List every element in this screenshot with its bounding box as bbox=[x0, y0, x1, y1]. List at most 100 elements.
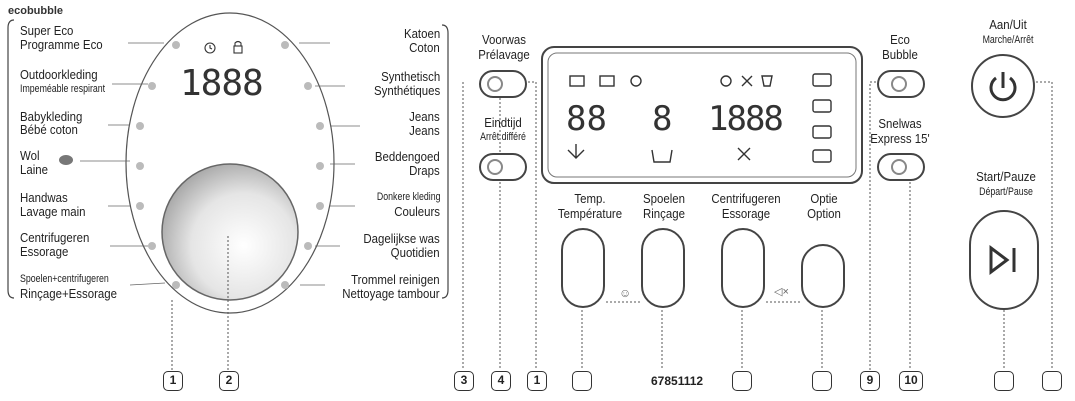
callout-empty bbox=[812, 371, 832, 391]
callout-1: 1 bbox=[163, 371, 183, 391]
button-led-icon bbox=[891, 159, 907, 175]
child-lock-icon bbox=[761, 75, 773, 87]
rinse-symbol-icon bbox=[720, 75, 732, 87]
quick-wash-label-fr: Express 15' bbox=[870, 131, 930, 146]
eco-bubble-button[interactable] bbox=[877, 70, 925, 98]
program-jeans-fr: Jeans bbox=[409, 123, 440, 138]
program-outdoor: Outdoorkleding bbox=[20, 67, 98, 82]
callout-empty bbox=[572, 371, 592, 391]
program-rinse-spin-fr: Rinçage+Essorage bbox=[20, 286, 117, 301]
cotton-icon bbox=[812, 73, 832, 87]
program-daily-fr: Quotidien bbox=[391, 245, 440, 260]
program-daily: Dagelijkse was bbox=[363, 231, 440, 246]
quick-wash-label: Snelwas bbox=[878, 116, 922, 131]
callout-empty bbox=[732, 371, 752, 391]
callout-1b: 1 bbox=[527, 371, 547, 391]
selector-knob bbox=[161, 163, 299, 301]
bubble-icon bbox=[630, 75, 642, 87]
callout-4: 4 bbox=[491, 371, 511, 391]
program-synthetic: Synthetisch bbox=[380, 69, 440, 84]
lcd-temp-digits: 88 bbox=[566, 99, 607, 139]
program-bedding: Beddengoed bbox=[375, 149, 440, 164]
program-drum-clean-fr: Nettoyage tambour bbox=[342, 286, 440, 301]
tub-icon bbox=[812, 149, 832, 163]
part-code: 67851112 bbox=[651, 374, 704, 388]
program-spin: Centrifugeren bbox=[20, 230, 90, 245]
wash-tub-icon bbox=[599, 75, 615, 87]
option-label-fr: Option bbox=[807, 206, 841, 221]
program-cotton: Katoen bbox=[403, 26, 440, 41]
program-super-eco-fr: Programme Eco bbox=[20, 37, 103, 52]
iron-icon bbox=[812, 99, 832, 113]
callout-10: 10 bbox=[899, 371, 923, 391]
rinse-hold-icon: ☺ bbox=[619, 286, 632, 300]
no-spin-icon bbox=[737, 147, 751, 161]
program-wool: Wol bbox=[20, 148, 40, 163]
button-led-icon bbox=[487, 76, 503, 92]
program-handwash-fr: Lavage main bbox=[20, 204, 86, 219]
wool-icon bbox=[59, 155, 73, 165]
program-baby: Babykleding bbox=[20, 109, 83, 124]
temperature-button[interactable] bbox=[561, 228, 605, 308]
lcd-rinse-digit: 8 bbox=[652, 99, 673, 139]
lcd-frame bbox=[541, 46, 863, 184]
option-button[interactable] bbox=[801, 244, 845, 308]
power-label-fr: Marche/Arrêt bbox=[982, 34, 1034, 46]
temp-label-fr: Température bbox=[557, 206, 623, 221]
delay-end-label-fr: Arrêt différé bbox=[480, 131, 526, 143]
power-label: Aan/Uit bbox=[989, 17, 1027, 32]
program-wool-fr: Laine bbox=[20, 162, 48, 177]
program-outdoor-fr: Impeméable respirant bbox=[20, 83, 106, 95]
program-jeans: Jeans bbox=[409, 109, 440, 124]
left-bracket bbox=[7, 19, 15, 299]
program-rinse-spin: Spoelen+centrifugeren bbox=[20, 273, 109, 285]
spin-label-fr: Essorage bbox=[721, 206, 771, 221]
program-spin-fr: Essorage bbox=[20, 244, 69, 259]
spin-button[interactable] bbox=[721, 228, 765, 308]
eco-bubble-label-fr: Bubble bbox=[882, 47, 918, 62]
quick-wash-button[interactable] bbox=[877, 153, 925, 181]
prewash-label-fr: Prélavage bbox=[478, 47, 530, 62]
synth-icon bbox=[812, 125, 832, 139]
temp-icon bbox=[567, 144, 585, 159]
program-drum-clean: Trommel reinigen bbox=[351, 272, 440, 287]
prewash-button[interactable] bbox=[479, 70, 527, 98]
right-bracket bbox=[441, 24, 449, 299]
button-led-icon bbox=[487, 159, 503, 175]
program-synthetic-fr: Synthétiques bbox=[373, 83, 440, 98]
sound-off-icon: ◁× bbox=[774, 286, 789, 298]
prewash-label: Voorwas bbox=[482, 32, 526, 47]
rinse-label: Spoelen bbox=[643, 191, 685, 206]
program-cotton-fr: Coton bbox=[409, 40, 440, 55]
rinse-tub-icon bbox=[651, 149, 673, 163]
callout-empty bbox=[994, 371, 1014, 391]
lcd-time-digits: 1888 bbox=[708, 99, 784, 139]
eco-bubble-label: Eco bbox=[890, 32, 910, 47]
option-label: Optie bbox=[810, 191, 838, 206]
prewash-tub-icon bbox=[569, 75, 585, 87]
callout-empty bbox=[1042, 371, 1062, 391]
program-handwash: Handwas bbox=[20, 190, 68, 205]
delay-end-button[interactable] bbox=[479, 153, 527, 181]
play-pause-icon bbox=[989, 245, 1016, 275]
start-pause-label: Start/Pauze bbox=[976, 169, 1036, 184]
mute-icon bbox=[741, 75, 753, 87]
temp-label: Temp. bbox=[574, 191, 606, 206]
program-baby-fr: Bébé coton bbox=[20, 122, 78, 137]
callout-9: 9 bbox=[860, 371, 880, 391]
button-led-icon bbox=[891, 76, 907, 92]
rinse-button[interactable] bbox=[641, 228, 685, 308]
power-button[interactable] bbox=[971, 54, 1035, 118]
callout-2: 2 bbox=[219, 371, 239, 391]
rinse-label-fr: Rinçage bbox=[643, 206, 685, 221]
start-pause-label-fr: Départ/Pause bbox=[979, 186, 1033, 198]
program-bedding-fr: Draps bbox=[409, 163, 440, 178]
program-dark-fr: Couleurs bbox=[394, 204, 440, 219]
clock-icon bbox=[204, 42, 216, 54]
start-pause-button[interactable] bbox=[969, 210, 1039, 310]
program-dark: Donkere kleding bbox=[376, 191, 440, 203]
power-icon bbox=[989, 72, 1017, 102]
spin-label: Centrifugeren bbox=[711, 191, 781, 206]
brand-logo-text: ecobubble bbox=[8, 5, 64, 17]
